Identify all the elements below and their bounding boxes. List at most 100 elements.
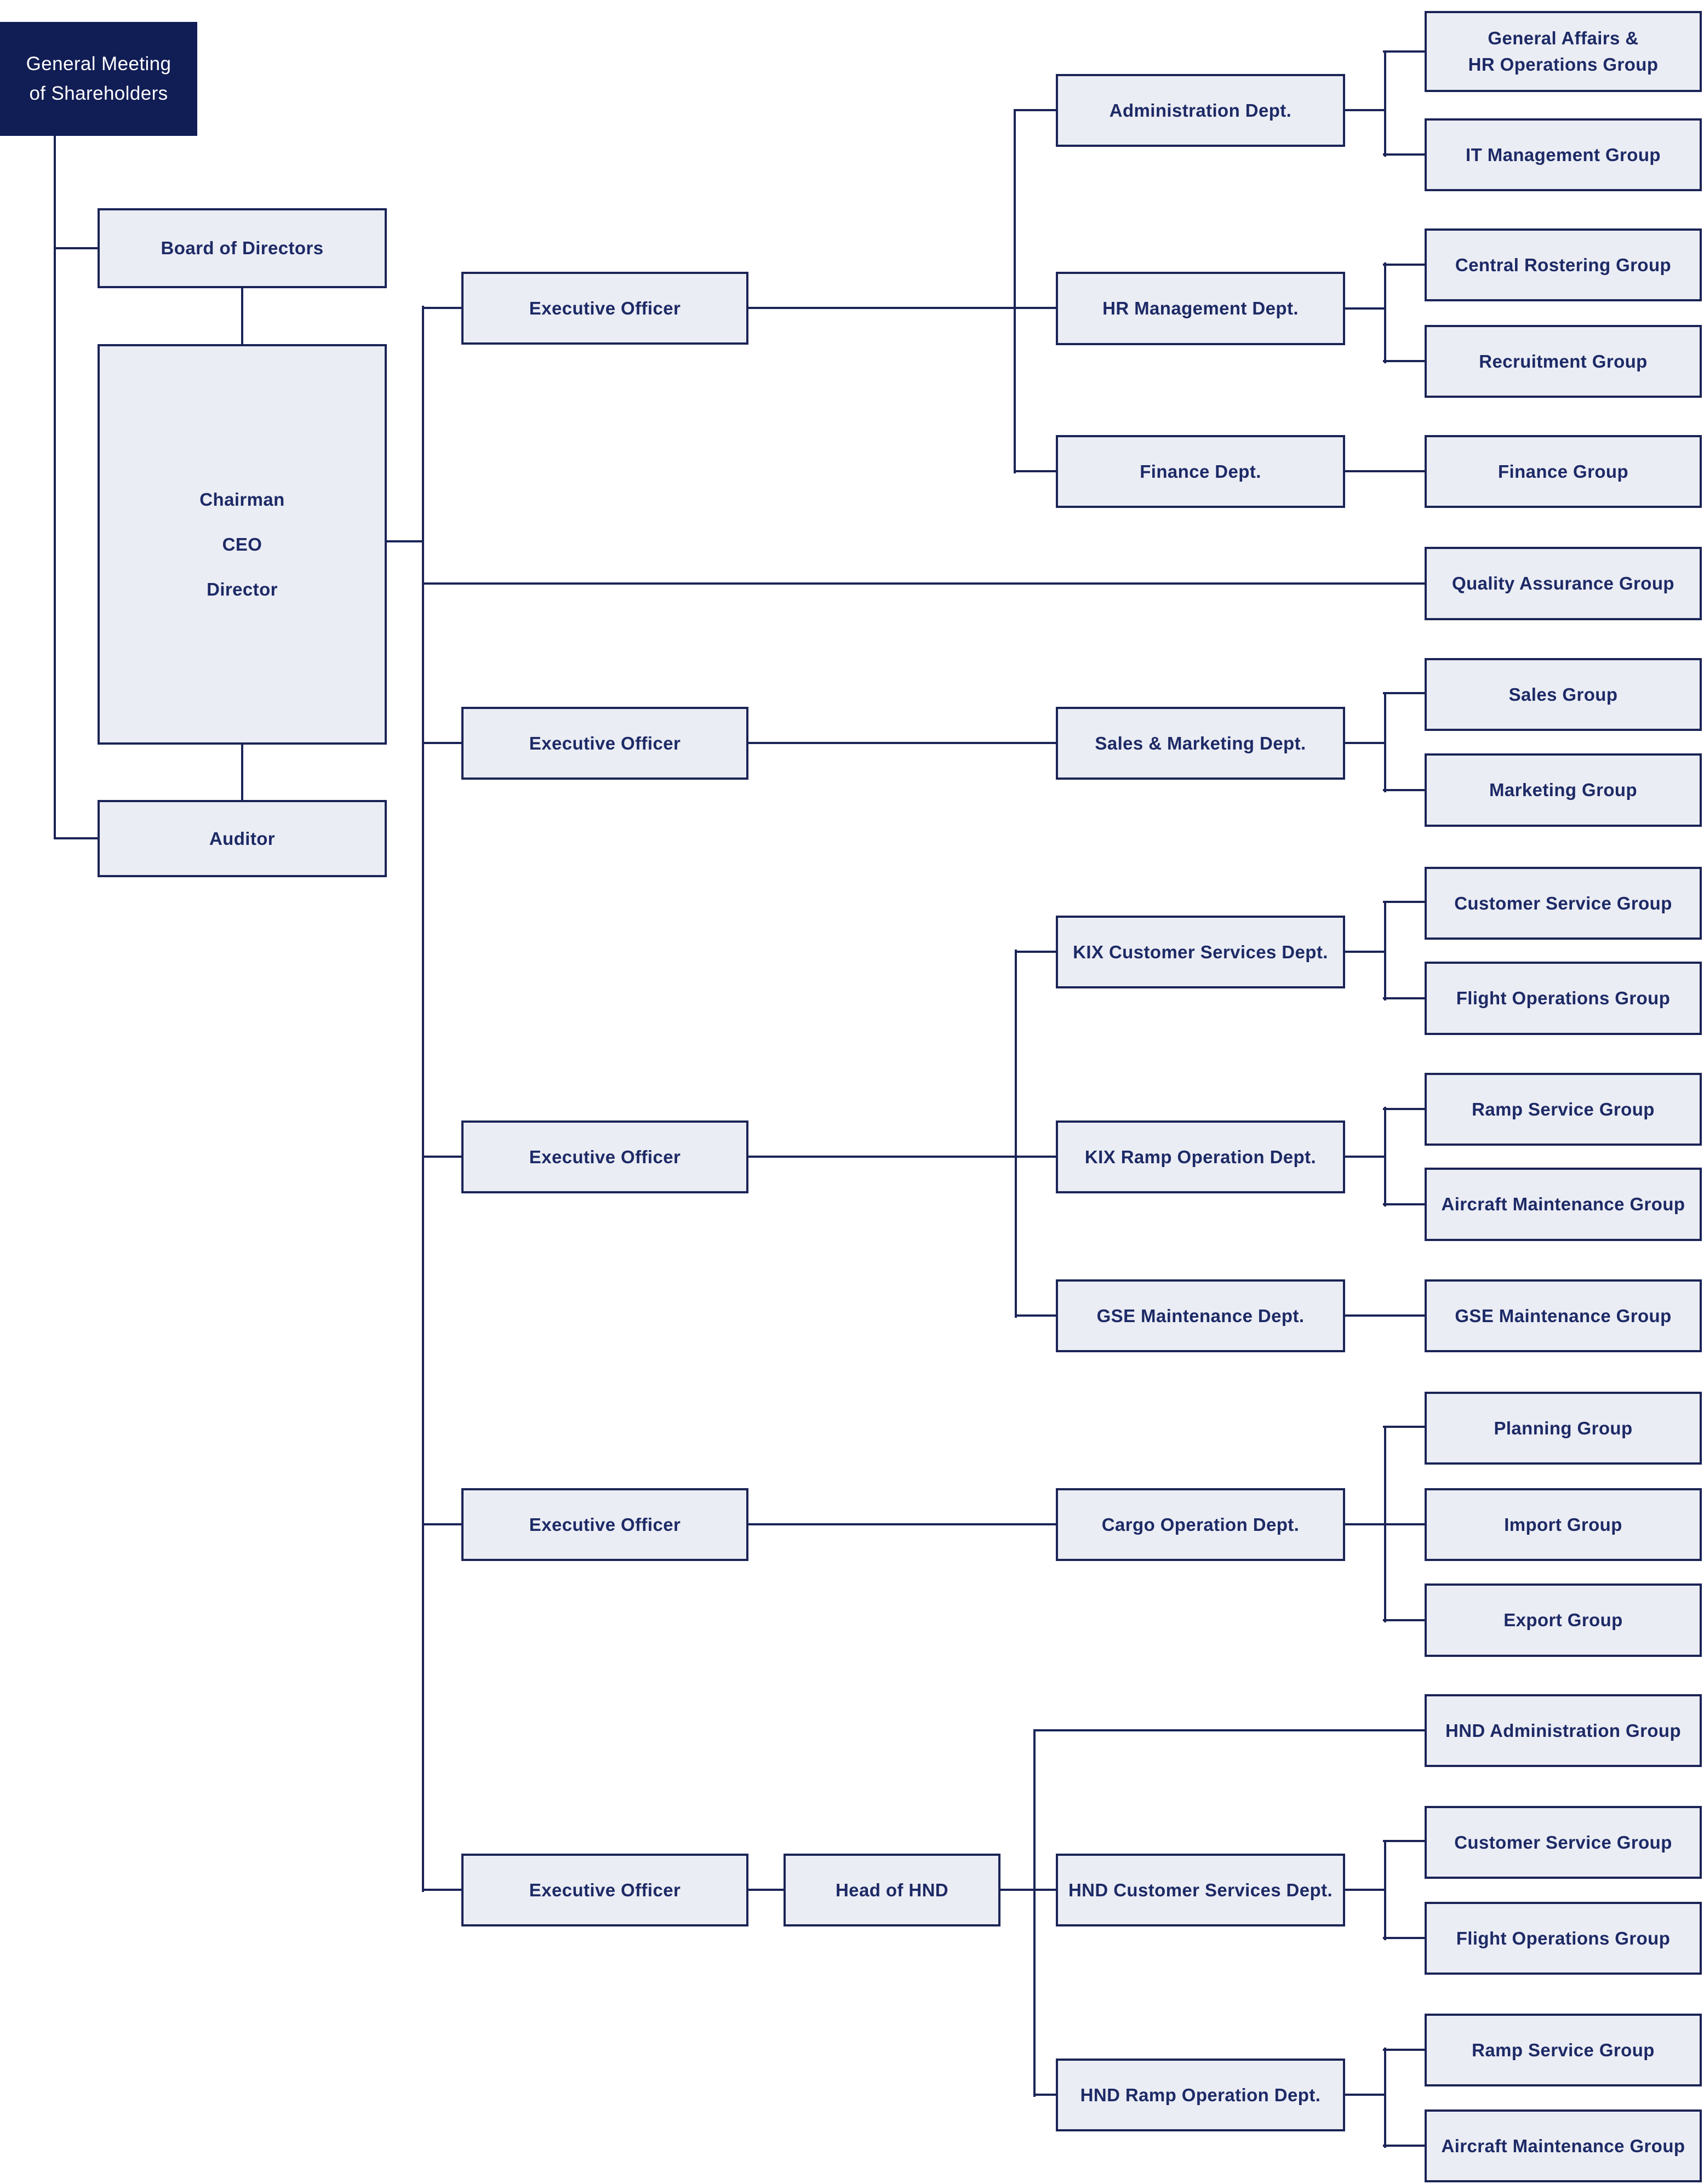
- connector-line-horizontal: [748, 1889, 784, 1891]
- node-label: Customer Service Group: [1454, 1832, 1672, 1853]
- connector-line-horizontal: [1383, 1426, 1425, 1428]
- node-label: Head of HND: [835, 1879, 949, 1900]
- node-grp-kix-ramp-service: Ramp Service Group: [1425, 1073, 1702, 1146]
- node-grp-general-affairs-hr: General Affairs & HR Operations Group: [1425, 11, 1702, 92]
- connector-line-vertical: [1384, 50, 1386, 157]
- node-label: Marketing Group: [1489, 780, 1638, 800]
- connector-line-horizontal: [1015, 1314, 1056, 1317]
- node-gms: General Meeting of Shareholders: [0, 22, 197, 136]
- connector-line-vertical: [422, 306, 424, 1892]
- node-grp-hnd-ramp-service: Ramp Service Group: [1425, 2014, 1702, 2086]
- node-dept-cargo: Cargo Operation Dept.: [1056, 1488, 1345, 1561]
- connector-line-vertical: [1033, 1729, 1036, 2097]
- connector-line-horizontal: [1345, 307, 1386, 310]
- connector-line-horizontal: [1345, 470, 1425, 472]
- connector-line-horizontal: [1014, 109, 1056, 111]
- connector-line-horizontal: [1345, 1523, 1425, 1525]
- connector-line-vertical: [1015, 950, 1017, 1318]
- connector-line-horizontal: [1345, 109, 1386, 111]
- node-grp-quality-assurance: Quality Assurance Group: [1425, 547, 1702, 620]
- node-label: Aircraft Maintenance Group: [1441, 2135, 1685, 2156]
- connector-line-horizontal: [1345, 1314, 1425, 1317]
- node-dept-finance: Finance Dept.: [1056, 435, 1345, 508]
- node-grp-kix-aircraft-maint: Aircraft Maintenance Group: [1425, 1168, 1702, 1241]
- node-label: Quality Assurance Group: [1452, 573, 1674, 593]
- node-label: GSE Maintenance Dept.: [1096, 1305, 1305, 1326]
- node-label: Executive Officer: [529, 733, 681, 753]
- node-grp-marketing: Marketing Group: [1425, 753, 1702, 827]
- node-label: HND Ramp Operation Dept.: [1080, 2084, 1321, 2105]
- node-label: Finance Group: [1497, 461, 1629, 482]
- connector-line-horizontal: [1383, 692, 1425, 694]
- connector-line-horizontal: [422, 1523, 461, 1525]
- node-eo2: Executive Officer: [461, 707, 748, 780]
- connector-line-vertical: [241, 742, 243, 802]
- node-label: Planning Group: [1494, 1417, 1633, 1438]
- node-label: Customer Service Group: [1454, 893, 1672, 913]
- node-label: Flight Operations Group: [1456, 1928, 1671, 1948]
- node-label: Executive Officer: [529, 298, 681, 318]
- node-eo5: Executive Officer: [461, 1854, 748, 1926]
- node-grp-kix-customer-service: Customer Service Group: [1425, 867, 1702, 940]
- connector-line-horizontal: [1383, 901, 1425, 903]
- node-label: Export Group: [1503, 1610, 1623, 1630]
- node-head-of-hnd: Head of HND: [784, 1854, 1000, 1926]
- connector-line-vertical: [1384, 262, 1386, 363]
- connector-line-horizontal: [1383, 360, 1425, 362]
- node-label: Sales Group: [1508, 684, 1618, 705]
- connector-line-horizontal: [1033, 1729, 1425, 1731]
- node-grp-recruitment: Recruitment Group: [1425, 325, 1702, 398]
- connector-line-horizontal: [1383, 1203, 1425, 1205]
- node-dept-admin: Administration Dept.: [1056, 74, 1345, 147]
- connector-line-horizontal: [54, 247, 100, 249]
- connector-line-horizontal: [1345, 1156, 1386, 1158]
- node-label: Import Group: [1504, 1514, 1622, 1535]
- node-label: Ramp Service Group: [1472, 2039, 1655, 2060]
- node-label: Executive Officer: [529, 1514, 681, 1535]
- node-grp-hnd-flight-ops: Flight Operations Group: [1425, 1902, 1702, 1975]
- node-eo4: Executive Officer: [461, 1488, 748, 1561]
- connector-line-horizontal: [1014, 470, 1056, 472]
- node-label: IT Management Group: [1466, 144, 1661, 165]
- node-board: Board of Directors: [98, 208, 387, 288]
- connector-line-vertical: [1384, 2048, 1386, 2148]
- connector-line-horizontal: [1033, 2094, 1056, 2096]
- node-grp-export: Export Group: [1425, 1583, 1702, 1657]
- node-label: KIX Customer Services Dept.: [1073, 941, 1328, 962]
- node-auditor: Auditor: [98, 800, 387, 877]
- connector-line-horizontal: [1383, 789, 1425, 791]
- node-label: Central Rostering Group: [1455, 254, 1672, 275]
- node-label: General Affairs & HR Operations Group: [1468, 28, 1659, 75]
- node-grp-import: Import Group: [1425, 1488, 1702, 1561]
- node-label: Flight Operations Group: [1456, 988, 1671, 1008]
- node-eo3: Executive Officer: [461, 1120, 748, 1193]
- connector-line-horizontal: [1383, 2049, 1425, 2051]
- connector-line-horizontal: [422, 742, 461, 744]
- node-label: General Meeting of Shareholders: [26, 53, 171, 104]
- connector-line-vertical: [241, 286, 243, 346]
- connector-line-horizontal: [1015, 951, 1056, 953]
- node-grp-kix-flight-ops: Flight Operations Group: [1425, 962, 1702, 1035]
- node-label: HND Customer Services Dept.: [1068, 1879, 1333, 1900]
- connector-line-horizontal: [1383, 997, 1425, 999]
- node-grp-hnd-aircraft-maint: Aircraft Maintenance Group: [1425, 2109, 1702, 2182]
- connector-line-horizontal: [1383, 2145, 1425, 2147]
- node-dept-gse: GSE Maintenance Dept.: [1056, 1279, 1345, 1352]
- connector-line-horizontal: [1000, 1889, 1056, 1891]
- connector-line-horizontal: [1345, 951, 1386, 953]
- connector-line-horizontal: [1383, 50, 1425, 53]
- node-grp-finance: Finance Group: [1425, 435, 1702, 508]
- node-grp-it: IT Management Group: [1425, 118, 1702, 191]
- connector-line-horizontal: [1345, 742, 1386, 744]
- connector-line-horizontal: [422, 307, 461, 309]
- node-dept-kix-customer: KIX Customer Services Dept.: [1056, 916, 1345, 988]
- node-label: HND Administration Group: [1445, 1720, 1682, 1741]
- connector-line-vertical: [54, 135, 56, 839]
- connector-line-horizontal: [1383, 264, 1425, 266]
- node-label: Executive Officer: [529, 1879, 681, 1900]
- node-dept-hnd-customer: HND Customer Services Dept.: [1056, 1854, 1345, 1926]
- connector-line-horizontal: [1345, 1889, 1386, 1891]
- node-label: Auditor: [209, 828, 276, 849]
- node-label: KIX Ramp Operation Dept.: [1084, 1146, 1317, 1167]
